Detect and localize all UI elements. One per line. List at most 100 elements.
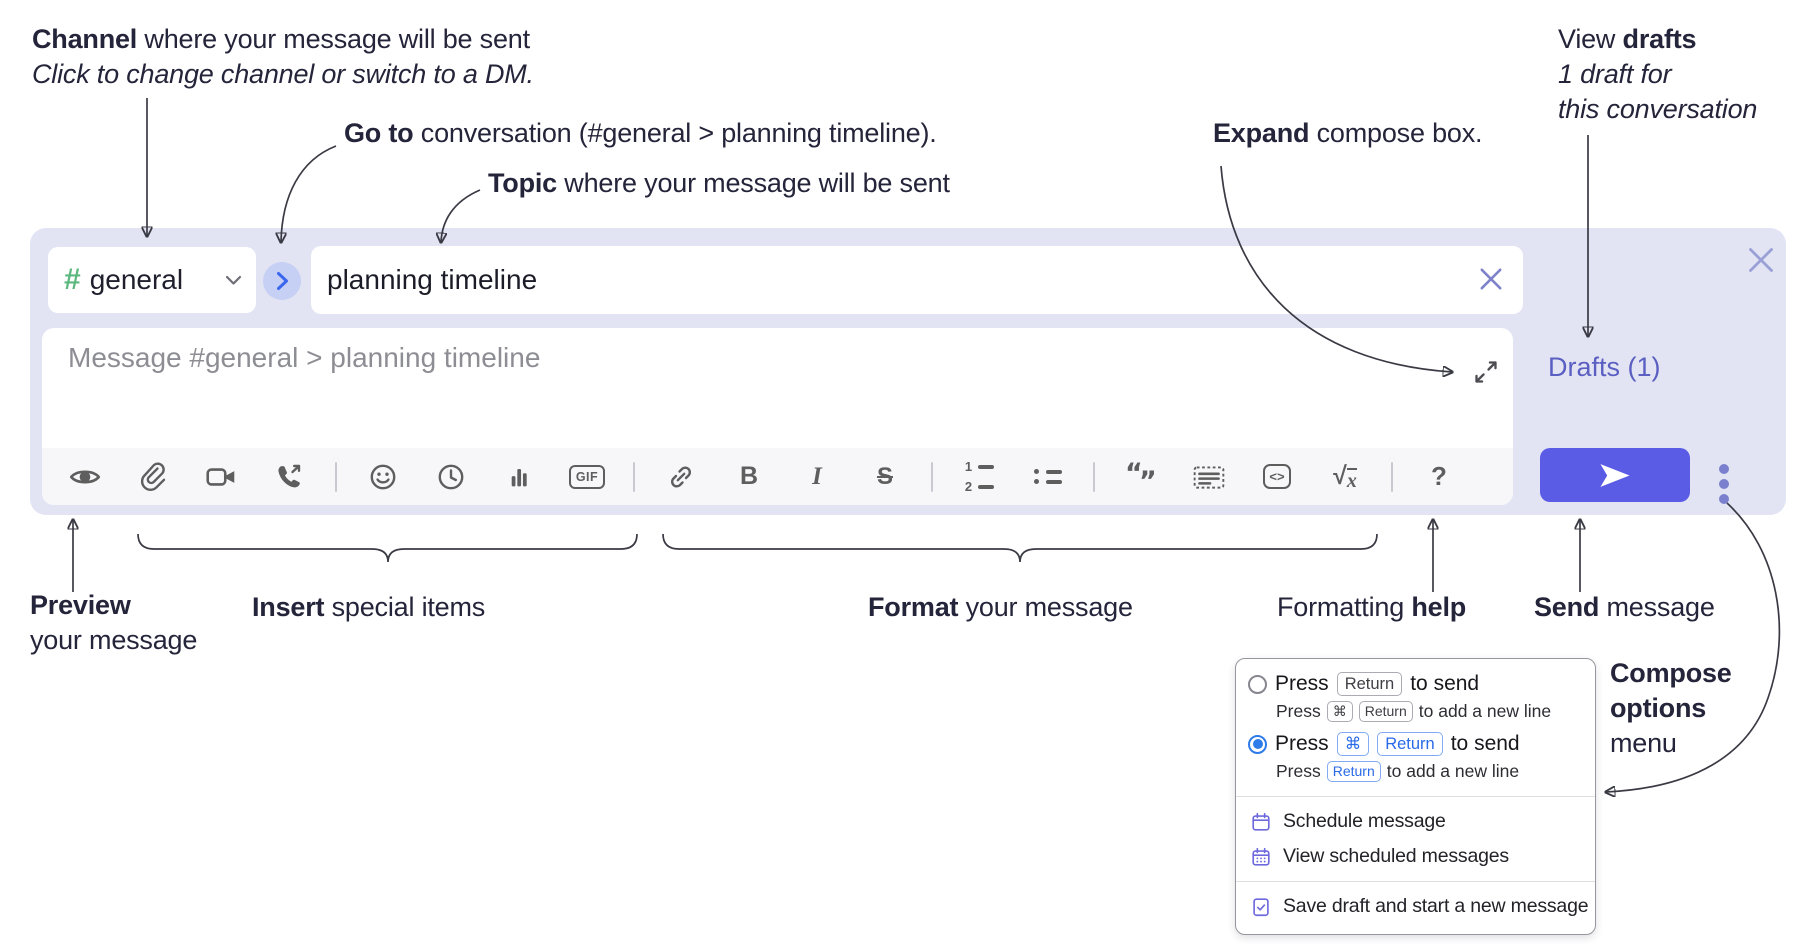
close-icon [1749, 248, 1773, 272]
annotation-expand: Expand compose box. [1213, 118, 1483, 148]
topic-field-wrap [311, 246, 1523, 314]
clipboard-check-icon [1253, 897, 1269, 916]
attach-file-button[interactable] [131, 455, 175, 499]
menu-item-save-draft[interactable]: Save draft and start a new message [1236, 889, 1595, 924]
italic-button[interactable]: I [795, 455, 839, 499]
menu-item-label: Save draft and start a new message [1283, 895, 1589, 917]
keycap-return: Return [1358, 701, 1413, 722]
link-icon [671, 466, 691, 487]
video-camera-icon [206, 467, 235, 486]
keycap-return: Return [1377, 732, 1443, 756]
option-return-to-send[interactable]: Press Return to send [1236, 669, 1595, 699]
ordered-list-icon: 1 2 [964, 459, 994, 494]
x-icon [1480, 268, 1502, 290]
gif-icon: GIF [568, 464, 606, 489]
message-box: GIF B I [42, 328, 1513, 505]
channel-selector[interactable]: # general [48, 247, 256, 313]
close-compose-button[interactable] [1746, 246, 1776, 276]
phone-call-icon [278, 464, 301, 487]
bold-button[interactable]: B [727, 455, 771, 499]
message-input[interactable] [42, 328, 1513, 446]
formatting-toolbar: GIF B I [42, 448, 1513, 505]
keycap-return: Return [1326, 761, 1381, 782]
annotation-insert: Insert special items [252, 592, 486, 622]
blockquote-icon: “ ” [1125, 460, 1157, 494]
dot [1719, 479, 1729, 489]
annotation-preview: Preview your message [30, 590, 198, 655]
toolbar-divider [1093, 461, 1095, 492]
radio-selected-icon[interactable] [1248, 734, 1267, 754]
compose-options-menu: Press Return to send Press ⌘ Return to a… [1235, 658, 1596, 935]
svg-text:”: ” [1139, 466, 1157, 494]
drafts-link[interactable]: Drafts (1) [1548, 352, 1661, 382]
keycap-cmd: ⌘ [1326, 701, 1353, 722]
keycap-cmd: ⌘ [1336, 732, 1370, 756]
text-snippet-icon [1193, 465, 1225, 489]
compose-options-button[interactable] [1704, 454, 1744, 514]
menu-divider [1236, 881, 1595, 882]
annotation-view-drafts: View drafts 1 draft for this conversatio… [1558, 24, 1758, 124]
option-text: to send [1410, 672, 1480, 695]
annotation-goto: Go to conversation (#general > planning … [344, 118, 937, 148]
paperclip-icon [140, 461, 166, 491]
svg-text:“: “ [1125, 460, 1143, 489]
link-button[interactable] [659, 455, 703, 499]
audio-call-button[interactable] [267, 455, 311, 499]
annotation-format: Format your message [868, 592, 1133, 622]
gif-button[interactable]: GIF [565, 455, 609, 499]
formula-icon: √x [1333, 461, 1357, 492]
snippet-button[interactable] [1187, 455, 1231, 499]
emoji-button[interactable] [361, 455, 405, 499]
annotation-compose-options: Compose options menu [1610, 658, 1732, 758]
radio-unselected-icon[interactable] [1248, 674, 1267, 694]
code-button[interactable]: <> [1255, 455, 1299, 499]
clear-topic-button[interactable] [1477, 266, 1505, 294]
formatting-help-button[interactable]: ? [1417, 455, 1461, 499]
menu-item-schedule-message[interactable]: Schedule message [1236, 804, 1595, 839]
calendar-dots-icon [1252, 847, 1270, 866]
bold-icon: B [739, 462, 759, 490]
dot [1719, 464, 1729, 474]
topic-input[interactable] [311, 246, 1523, 314]
option-return-subtext: Press ⌘ Return to add a new line [1276, 701, 1552, 722]
chevron-down-icon [225, 275, 242, 285]
strikethrough-icon: S [876, 462, 893, 490]
bar-chart-icon [511, 468, 527, 486]
option-text: to send [1450, 732, 1520, 755]
clock-icon [438, 464, 464, 489]
expand-compose-button[interactable] [1471, 358, 1501, 388]
keycap-return: Return [1336, 672, 1403, 696]
goto-conversation-button[interactable] [263, 262, 301, 300]
option-cmd-return-subtext: Press Return to add a new line [1276, 761, 1520, 782]
option-cmd-return-to-send[interactable]: Press ⌘ Return to send [1236, 729, 1595, 759]
brace-format [662, 533, 1378, 563]
annotation-topic: Topic where your message will be sent [488, 168, 950, 198]
strikethrough-button[interactable]: S [863, 455, 907, 499]
bulleted-list-button[interactable] [1025, 455, 1069, 499]
expand-icon [1475, 360, 1497, 383]
option-text: Press [1275, 732, 1329, 755]
dot [1719, 494, 1729, 504]
blockquote-button[interactable]: “ ” [1119, 455, 1163, 499]
ordered-list-button[interactable]: 1 2 [957, 455, 1001, 499]
channel-name: general [89, 264, 184, 295]
option-text: Press [1275, 672, 1329, 695]
chevron-right-icon [276, 272, 288, 290]
preview-button[interactable] [63, 455, 107, 499]
menu-item-label: Schedule message [1283, 810, 1446, 832]
eye-icon [69, 470, 101, 483]
schedule-send-button[interactable] [429, 455, 473, 499]
menu-item-view-scheduled[interactable]: View scheduled messages [1236, 839, 1595, 874]
calendar-icon [1252, 812, 1270, 831]
formula-button[interactable]: √x [1323, 455, 1367, 499]
send-icon [1600, 463, 1630, 487]
annotation-help: Formatting help [1277, 592, 1467, 622]
code-icon: <> [1263, 464, 1291, 489]
toolbar-divider [1391, 461, 1393, 492]
emoji-icon [370, 464, 396, 489]
video-message-button[interactable] [199, 455, 243, 499]
poll-button[interactable] [497, 455, 541, 499]
hash-icon: # [64, 263, 81, 296]
send-button[interactable] [1540, 448, 1690, 502]
